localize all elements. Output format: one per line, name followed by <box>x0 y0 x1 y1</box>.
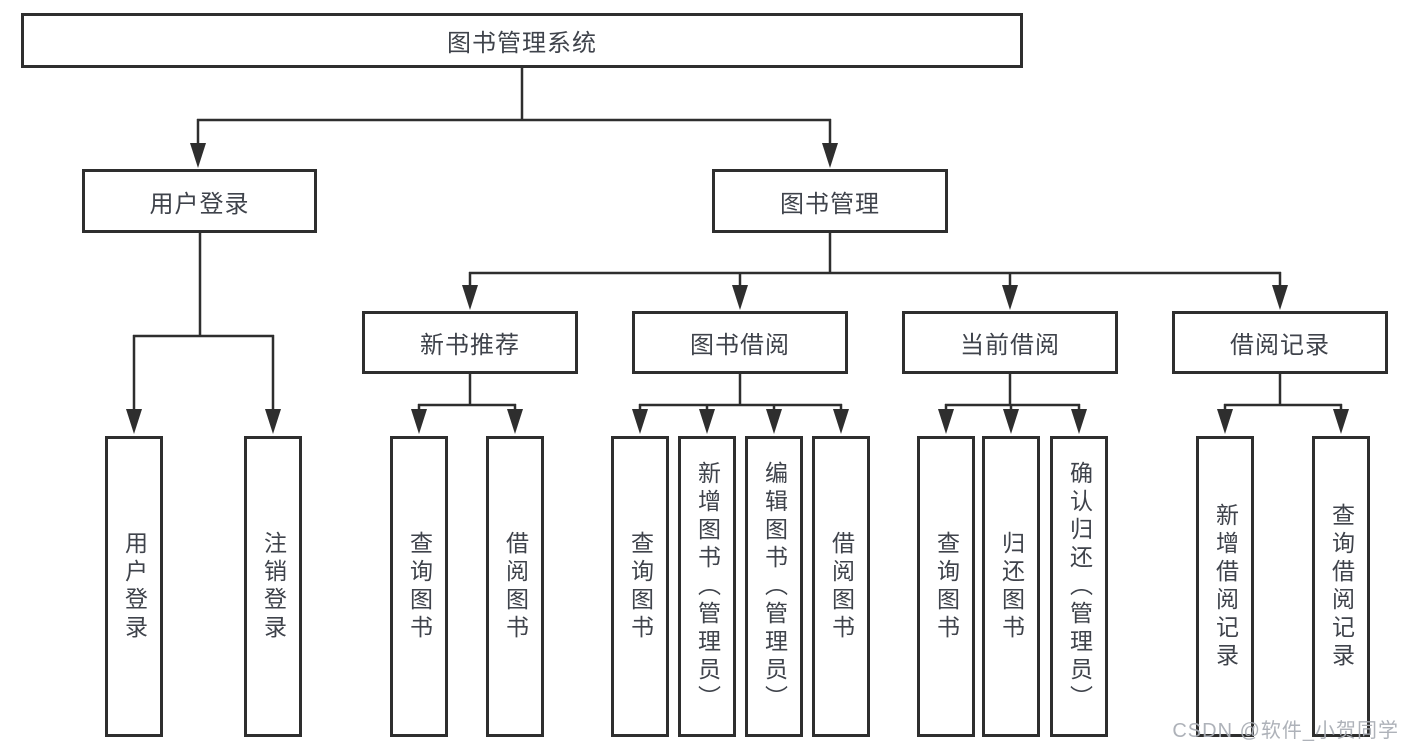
leaf-logout: 注销登录 <box>244 436 302 737</box>
leaf-current-confirm-return-admin: 确认归还（管理员） <box>1050 436 1108 737</box>
node-library-system: 图书管理系统 <box>21 13 1023 68</box>
node-borrow-records: 借阅记录 <box>1172 311 1388 374</box>
csdn-watermark: CSDN @软件_小贺同学 <box>1172 720 1399 742</box>
leaf-borrow-add-books-admin: 新增图书（管理员） <box>678 436 736 737</box>
leaf-records-add-record: 新增借阅记录 <box>1196 436 1254 737</box>
node-user-login: 用户登录 <box>82 169 317 233</box>
node-new-book-recommend: 新书推荐 <box>362 311 578 374</box>
leaf-recommend-query-books: 查询图书 <box>390 436 448 737</box>
leaf-borrow-edit-books-admin: 编辑图书（管理员） <box>745 436 803 737</box>
node-book-borrow: 图书借阅 <box>632 311 848 374</box>
leaf-borrow-query-books: 查询图书 <box>611 436 669 737</box>
leaf-current-return-books: 归还图书 <box>982 436 1040 737</box>
node-current-borrow: 当前借阅 <box>902 311 1118 374</box>
leaf-user-login: 用户登录 <box>105 436 163 737</box>
leaf-borrow-borrow-books: 借阅图书 <box>812 436 870 737</box>
leaf-recommend-borrow-books: 借阅图书 <box>486 436 544 737</box>
leaf-current-query-books: 查询图书 <box>917 436 975 737</box>
leaf-records-query-record: 查询借阅记录 <box>1312 436 1370 737</box>
node-book-management: 图书管理 <box>712 169 948 233</box>
